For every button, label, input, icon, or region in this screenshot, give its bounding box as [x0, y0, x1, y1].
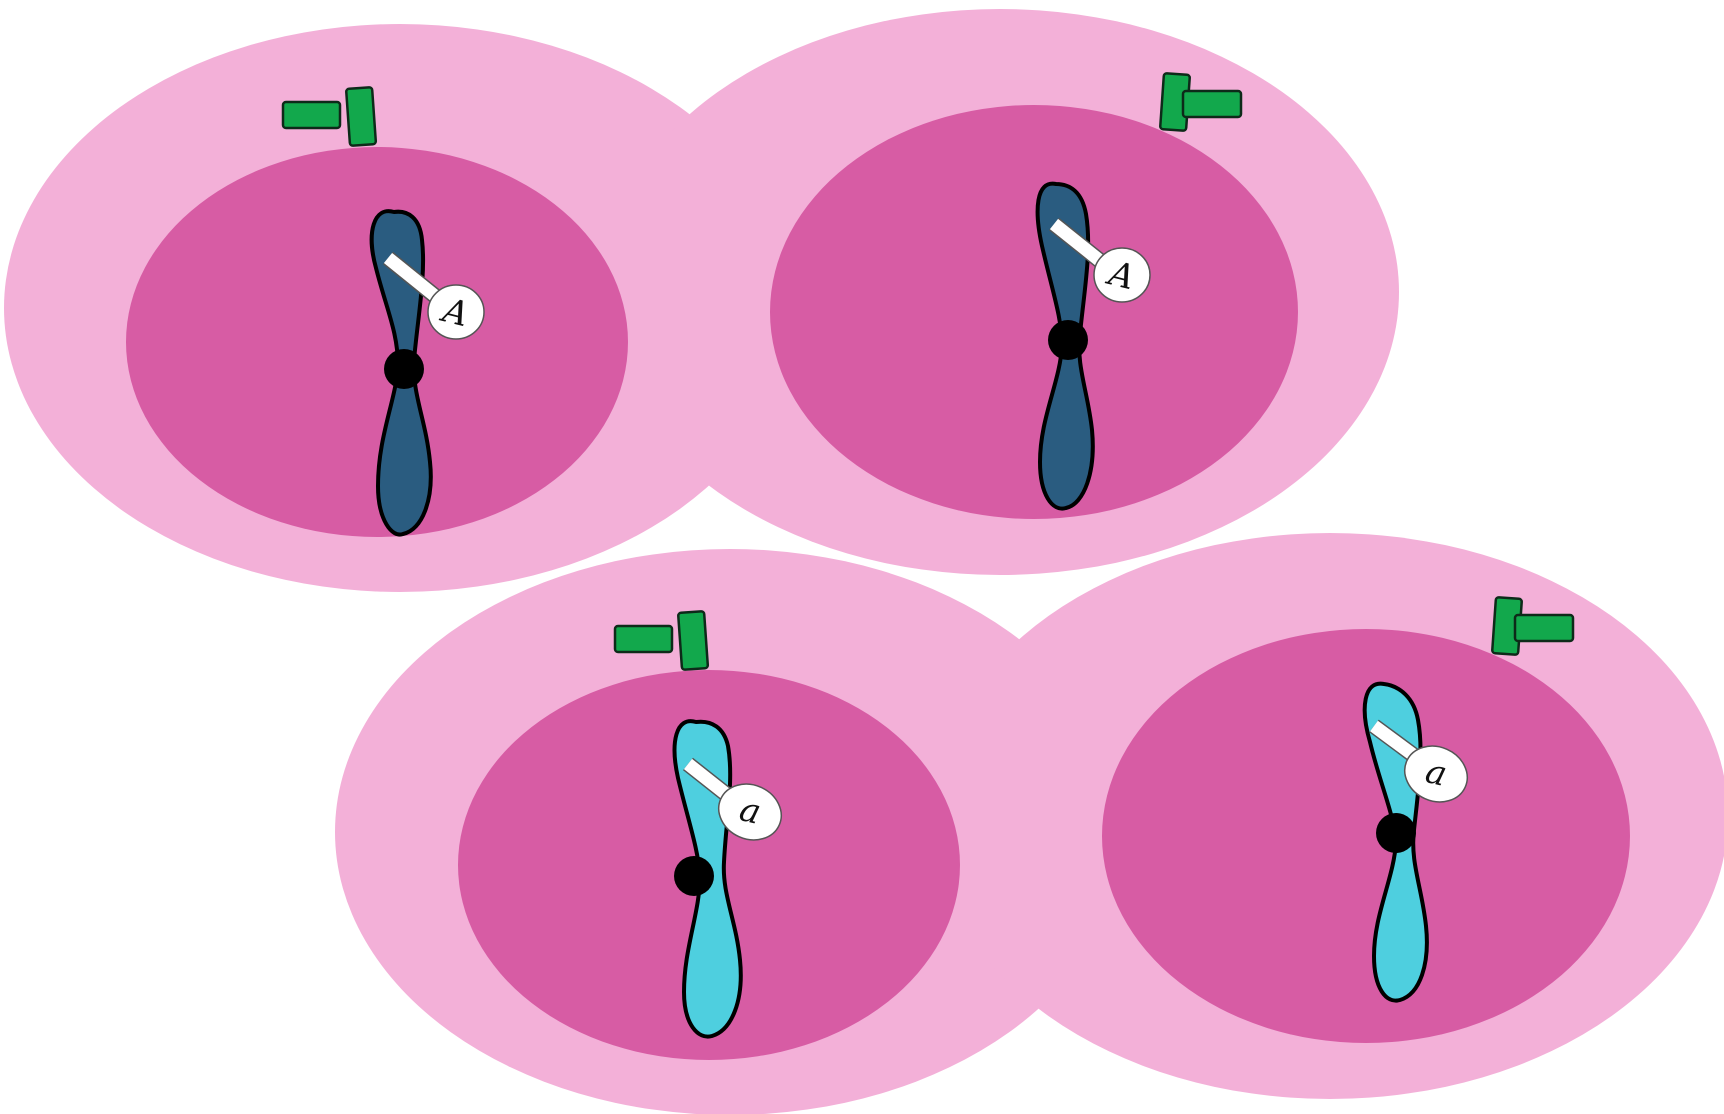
centromere — [384, 349, 424, 389]
centriole-horizontal — [615, 626, 672, 652]
centromere — [1048, 320, 1088, 360]
centromere — [1376, 813, 1416, 853]
centriole-vertical — [346, 87, 376, 146]
centriole-horizontal — [283, 102, 340, 128]
centriole-horizontal — [1183, 91, 1241, 117]
nucleus-bottom-right — [1102, 629, 1630, 1043]
centriole-vertical — [678, 611, 708, 670]
centriole-horizontal — [1515, 615, 1573, 641]
centromere — [674, 856, 714, 896]
nucleus-top-right — [770, 105, 1298, 519]
